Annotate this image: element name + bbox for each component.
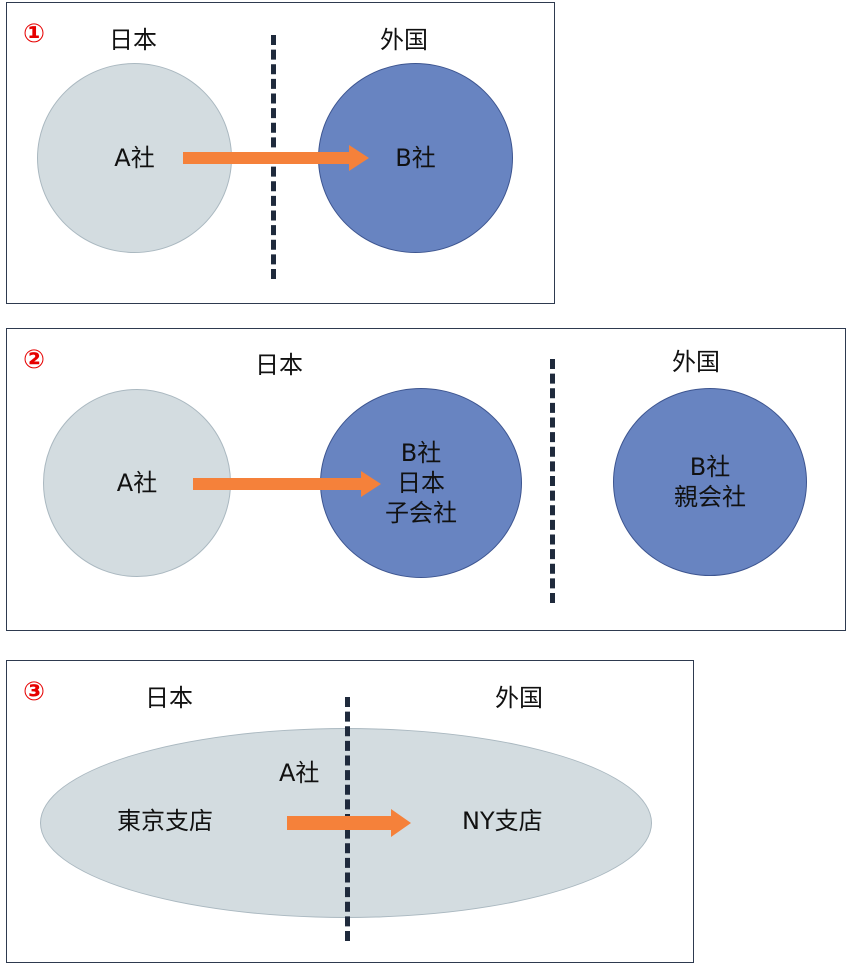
company-a-label: A社 [279, 759, 320, 787]
parent-label-line-2: 親会社 [674, 483, 746, 511]
panel-3: ③ 日本 外国 A社 東京支店 NY支店 [6, 660, 694, 963]
foreign-label: 外国 [672, 348, 720, 376]
parent-label-line-1: B社 [689, 453, 731, 481]
tokyo-branch-label: 東京支店 [117, 807, 213, 835]
foreign-label: 外国 [380, 26, 428, 54]
transaction-arrow [183, 145, 369, 171]
transaction-arrow [193, 471, 381, 497]
panel-number: ① [23, 19, 46, 49]
panel-2: ② 日本 外国 A社 B社 日本 子会社 B社 親会社 [6, 328, 846, 631]
foreign-label: 外国 [495, 684, 543, 712]
subsidiary-label-line-3: 子会社 [385, 499, 457, 527]
branch-transfer-arrow [287, 809, 411, 837]
subsidiary-label-line-2: 日本 [397, 469, 445, 497]
company-b-label: B社 [395, 144, 436, 172]
company-a-label: A社 [116, 469, 158, 497]
subsidiary-label-line-1: B社 [400, 439, 442, 467]
ny-branch-label: NY支店 [462, 807, 543, 835]
company-a-label: A社 [114, 144, 155, 172]
panel-1: ① 日本 外国 A社 B社 [6, 2, 555, 304]
japan-label: 日本 [109, 26, 157, 54]
border-divider [550, 359, 555, 603]
panel-number: ② [23, 345, 46, 375]
company-b-parent-circle: B社 親会社 [613, 388, 807, 576]
japan-label: 日本 [145, 684, 193, 712]
japan-label: 日本 [255, 351, 303, 379]
panel-number: ③ [23, 677, 46, 707]
